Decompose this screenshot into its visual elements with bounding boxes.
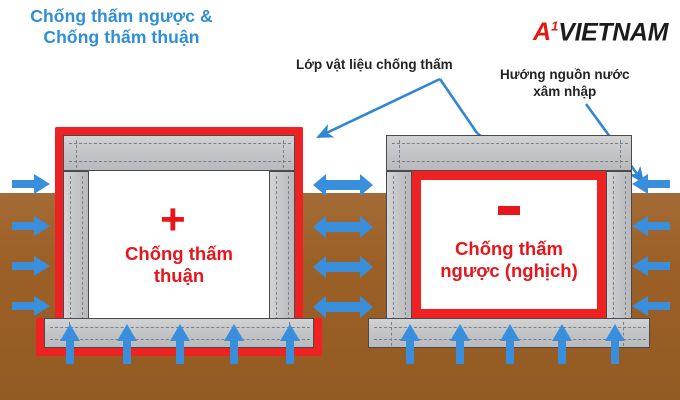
- leader-to-left-membrane: [316, 77, 441, 139]
- logo-name: VIETNAM: [558, 18, 668, 47]
- page-title: Chống thấm ngược & Chống thấm thuận: [30, 6, 213, 47]
- left-plus-sign: +: [160, 195, 186, 244]
- right-wall-east-rebar-b: [625, 176, 626, 320]
- right-roof-slab: [386, 135, 632, 171]
- left-roof-stirrup-right: [283, 140, 284, 168]
- logo-letter: A: [533, 18, 552, 47]
- left-wall-west: [63, 171, 89, 323]
- right-footing-rebar-top: [374, 327, 646, 328]
- logo-mark: A1: [533, 18, 558, 46]
- right-caption: Chống thấm ngược (nghịch): [412, 238, 606, 282]
- right-caption-line1: Chống thấm: [455, 238, 563, 259]
- left-footing-stirrup-right: [289, 322, 290, 346]
- left-membrane-right: [295, 127, 303, 325]
- right-roof-stirrup-right: [620, 140, 621, 168]
- left-footing-slab: [44, 318, 314, 348]
- right-roof-stirrup-left: [399, 140, 400, 168]
- left-membrane-left: [55, 127, 63, 325]
- brand-logo: A1VIETNAM: [533, 14, 668, 45]
- left-wall-east-rebar-b: [288, 176, 289, 320]
- left-footing-stirrup-left: [69, 322, 70, 346]
- left-roof-rebar-top: [69, 143, 291, 144]
- left-wall-east-rebar-a: [276, 176, 277, 320]
- right-roof-rebar-bottom: [392, 161, 628, 162]
- left-wall-east: [269, 171, 295, 323]
- left-membrane-footing-right: [314, 318, 322, 356]
- left-footing-rebar-top: [50, 327, 310, 328]
- right-footing-stirrup-left: [391, 322, 392, 346]
- right-footing-stirrup-right: [623, 322, 624, 346]
- leader-branch-right: [438, 78, 479, 134]
- arrow-left-1: [12, 174, 50, 194]
- left-wall-west-rebar-a: [70, 176, 71, 320]
- left-caption-line1: Chống thấm: [125, 243, 233, 264]
- right-roof-rebar-top: [392, 143, 628, 144]
- callout-waterproof-material: Lớp vật liệu chống thấm: [296, 57, 453, 72]
- right-footing-rebar-bottom: [374, 339, 646, 340]
- callout-water-line2: xâm nhập: [533, 84, 597, 99]
- left-wall-west-rebar-b: [82, 176, 83, 320]
- left-interior-void: [89, 171, 269, 318]
- left-roof-slab: [63, 135, 295, 171]
- callout-water-direction: Hướng nguồn nước xâm nhập: [500, 66, 629, 100]
- right-wall-west-rebar-a: [393, 176, 394, 320]
- right-wall-east-rebar-a: [613, 176, 614, 320]
- right-footing-slab: [368, 318, 650, 348]
- right-caption-line2: ngược (nghịch): [440, 260, 578, 281]
- right-interior-void: [421, 180, 597, 309]
- left-roof-stirrup-left: [76, 140, 77, 168]
- right-wall-west-rebar-b: [405, 176, 406, 320]
- left-membrane-footing-bottom: [36, 348, 322, 356]
- logo-superscript: 1: [551, 19, 559, 34]
- left-caption-line2: thuận: [153, 265, 205, 286]
- right-wall-east: [606, 171, 632, 323]
- left-caption: Chống thấm thuận: [89, 243, 269, 287]
- left-membrane-footing-left: [36, 318, 44, 356]
- arrow-right-1: [632, 174, 670, 194]
- left-roof-rebar-bottom: [69, 161, 291, 162]
- left-footing-rebar-bottom: [50, 339, 310, 340]
- left-membrane-top: [55, 127, 303, 135]
- right-wall-west: [386, 171, 412, 323]
- right-minus-sign: [498, 206, 520, 215]
- callout-water-line1: Hướng nguồn nước: [500, 67, 630, 82]
